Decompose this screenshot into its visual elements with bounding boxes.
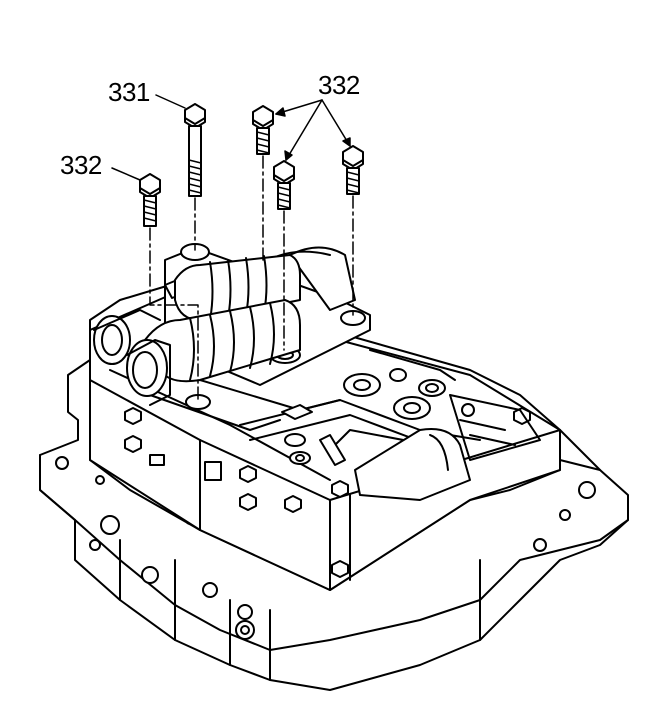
bolt-332-c [343,146,363,194]
valve-body-details [125,350,540,577]
hex-bolt-head [285,496,301,512]
bolt-332-b [274,161,294,209]
plate-hole [238,605,252,619]
bolt-332-left [140,174,160,226]
plate-hole [96,476,104,484]
callout-332-left: 332 [60,150,102,180]
plate-hole [142,567,158,583]
plate-hole [560,510,570,520]
callout-332-top: 332 [318,70,360,100]
center-lines [150,156,353,400]
callout-331: 331 [108,77,150,107]
bolt-331 [185,104,205,196]
hex-bolt-head [240,494,256,510]
bolts [140,104,363,226]
front-slot [205,462,221,480]
plate-hole [56,457,68,469]
front-solenoid [127,300,300,405]
left-cylinder [94,310,160,364]
leader-lines [112,95,350,180]
lower-case [75,520,628,690]
plate-hole [203,583,217,597]
hex-bolt-head [125,408,141,424]
bolt-332-a [253,106,273,154]
plate-hole [579,482,595,498]
hex-bolt-head [125,436,141,452]
plate-hole [90,540,100,550]
hex-bolt-head [332,481,348,497]
plate-hole [534,539,546,551]
plate-hole [101,516,119,534]
hex-bolt-head [332,561,348,577]
hex-bolt-head [240,466,256,482]
